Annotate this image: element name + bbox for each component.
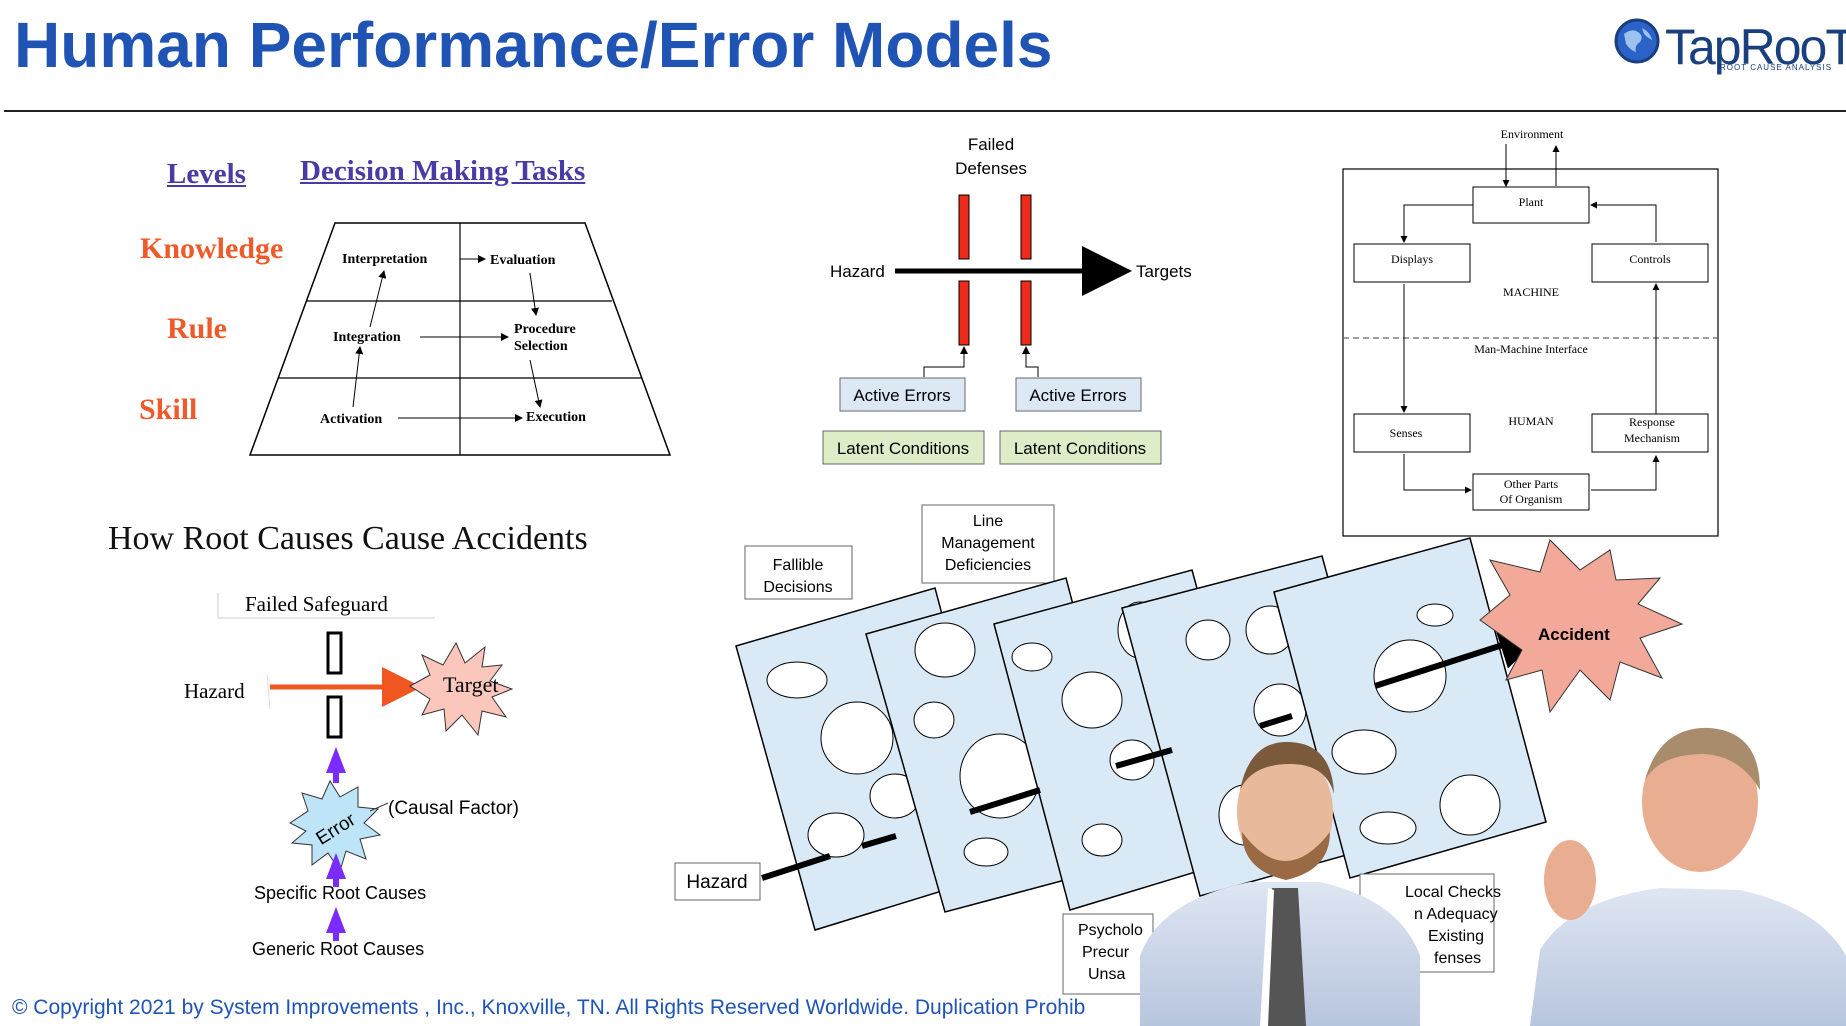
copyright-footer: © Copyright 2021 by System Improvements … [12, 996, 1086, 1019]
presenter-video-overlay [1140, 727, 1846, 1026]
svg-text:Management: Management [941, 535, 1035, 552]
human-label: HUMAN [1508, 414, 1554, 428]
task-evaluation: Evaluation [490, 253, 556, 268]
task-activation: Activation [320, 412, 382, 427]
svg-text:Latent Conditions: Latent Conditions [1014, 439, 1146, 458]
task-execution: Execution [526, 410, 586, 425]
svg-text:n Adequacy: n Adequacy [1414, 906, 1498, 923]
senses-box [1353, 413, 1471, 453]
title-divider [4, 110, 1846, 112]
svg-text:Active Errors: Active Errors [1029, 386, 1126, 405]
defense-bar-1-bottom [958, 280, 970, 346]
level-skill: Skill [139, 393, 198, 426]
safeguard-bar-bottom [326, 695, 343, 739]
accident-path-arrow [1374, 622, 1547, 689]
svg-text:Deficiencies: Deficiencies [945, 557, 1031, 574]
active-errors-box-1 [839, 377, 966, 412]
svg-text:Of Organism: Of Organism [1500, 492, 1563, 506]
active-errors-box-2 [1015, 377, 1142, 412]
task-procedure-line1: Procedure [514, 322, 576, 337]
task-integration: Integration [333, 330, 401, 345]
plant-box [1472, 186, 1590, 224]
targets-label: Targets [1136, 262, 1192, 281]
level-rule: Rule [167, 312, 227, 345]
svg-text:Active Errors: Active Errors [853, 386, 950, 405]
displays-box [1353, 243, 1471, 283]
svg-text:Line: Line [973, 513, 1003, 530]
svg-text:Hazard: Hazard [686, 872, 747, 893]
svg-text:Local Checks: Local Checks [1405, 884, 1501, 901]
levels-header: Levels [167, 158, 246, 190]
presenter-left [1140, 741, 1420, 1026]
logo-tagline: ROOT CAUSE ANALYSIS [1720, 63, 1833, 72]
svg-text:Controls: Controls [1629, 252, 1671, 266]
machine-label: MACHINE [1503, 285, 1559, 299]
accident-star [1479, 539, 1684, 714]
svg-text:Psycholo: Psycholo [1078, 922, 1143, 939]
task-interpretation: Interpretation [342, 252, 427, 267]
slide-title: Human Performance/Error Models [14, 9, 1053, 81]
latent-conditions-box-2 [999, 430, 1162, 465]
failed-label-line1: Failed [968, 135, 1014, 154]
svg-text:Unsa: Unsa [1088, 966, 1125, 983]
svg-text:Decisions: Decisions [763, 579, 832, 596]
svg-text:Latent Conditions: Latent Conditions [837, 439, 969, 458]
fallible-decisions-box [744, 545, 853, 600]
svg-text:Precur: Precur [1082, 944, 1130, 961]
environment-label: Environment [1501, 127, 1564, 141]
specific-root-causes-label: Specific Root Causes [254, 883, 426, 903]
svg-text:Senses: Senses [1390, 426, 1423, 440]
error-star [289, 779, 382, 873]
svg-text:Plant: Plant [1519, 195, 1544, 209]
interface-label: Man-Machine Interface [1474, 342, 1588, 356]
globe-icon [1614, 18, 1660, 64]
failed-label-line2: Defenses [955, 159, 1027, 178]
defense-bar-2-top [1020, 194, 1032, 260]
svg-text:Fallible: Fallible [773, 557, 824, 574]
svg-text:fenses: fenses [1434, 950, 1481, 967]
logo-wordmark: TapRooT [1665, 19, 1846, 75]
failed-defenses-diagram: Failed Defenses Hazard Targets Active Er… [822, 135, 1192, 465]
defense-bar-1-top [958, 194, 970, 260]
other-parts-box [1472, 473, 1590, 511]
tasks-header: Decision Making Tasks [300, 155, 586, 187]
srk-trapezoid-diagram: Interpretation Evaluation Integration Pr… [248, 222, 672, 456]
generic-root-causes-label: Generic Root Causes [252, 939, 424, 959]
cheese-slice-5 [1273, 537, 1547, 879]
svg-text:Response: Response [1629, 415, 1675, 429]
defense-bar-2-bottom [1020, 280, 1032, 346]
rc-hazard-label: Hazard [184, 679, 245, 703]
response-box [1591, 413, 1709, 453]
line-management-box [921, 504, 1055, 584]
svg-text:Other Parts: Other Parts [1504, 477, 1559, 491]
root-causes-title: How Root Causes Cause Accidents [108, 520, 588, 557]
level-knowledge: Knowledge [140, 232, 284, 265]
man-machine-diagram: Environment Plant Displays Controls MACH… [1342, 127, 1719, 537]
sc-hazard-box [674, 862, 761, 901]
root-causes-diagram: Failed Safeguard Hazard Target Error (Ca… [184, 592, 519, 959]
svg-text:Existing: Existing [1428, 928, 1484, 945]
accident-label: Accident [1538, 625, 1610, 644]
latent-conditions-box-1 [822, 430, 985, 465]
hazard-label: Hazard [830, 262, 885, 281]
task-procedure-line2: Selection [514, 339, 568, 354]
controls-box [1591, 243, 1709, 283]
svg-text:Mechanism: Mechanism [1624, 431, 1681, 445]
presenter-right [1530, 727, 1846, 1026]
failed-safeguard-label: Failed Safeguard [245, 592, 388, 616]
causal-factor-label: (Causal Factor) [388, 798, 519, 819]
safeguard-bar-top [326, 631, 343, 675]
target-label: Target [443, 672, 498, 697]
target-star [409, 641, 514, 737]
svg-text:Displays: Displays [1391, 252, 1433, 266]
